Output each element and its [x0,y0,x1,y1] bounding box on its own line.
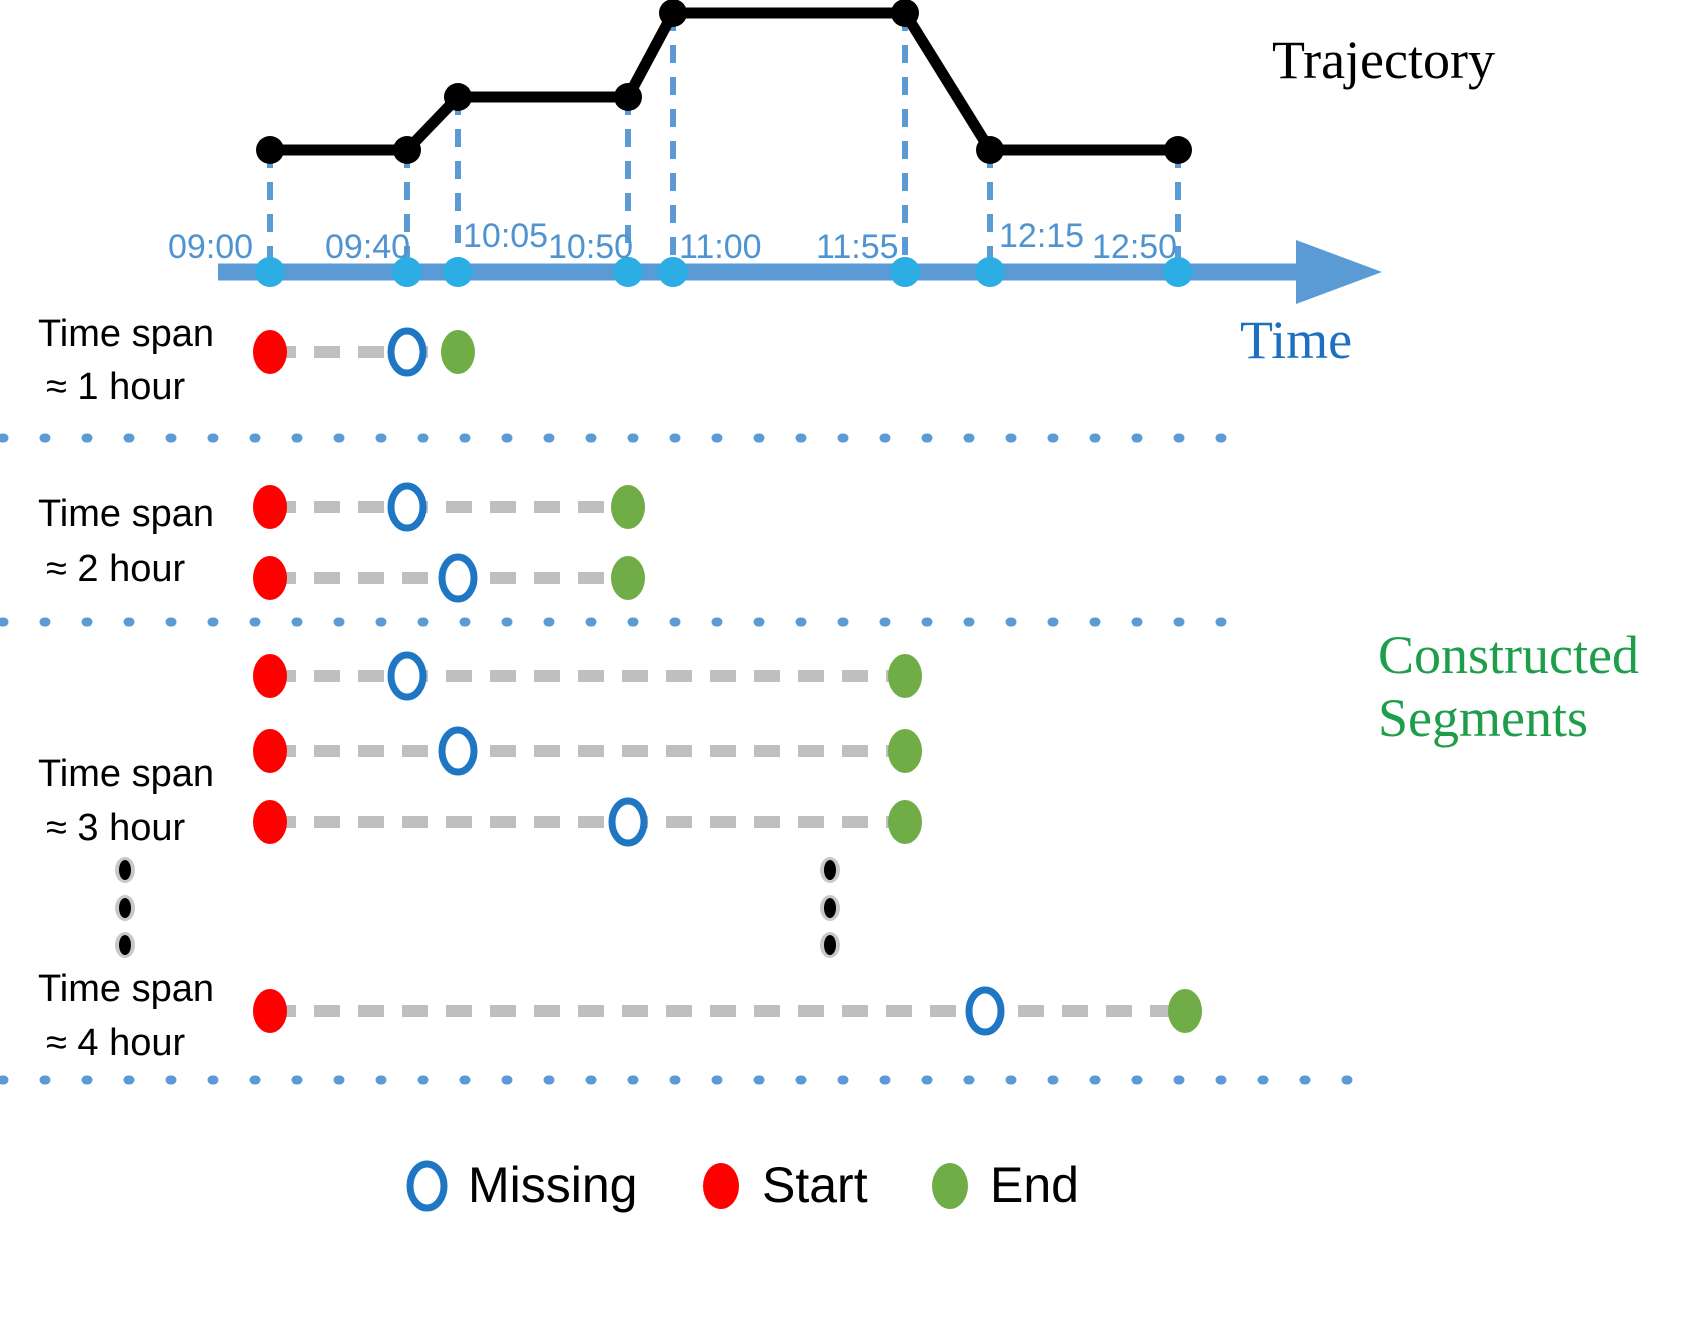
segment-missing-marker [438,553,478,603]
segment-row [253,651,922,701]
segment-start-marker [253,989,287,1033]
segment-end-marker [611,485,645,529]
segment-end-marker [441,330,475,374]
segment-end-marker [611,556,645,600]
time-axis-ticks [255,257,1193,287]
trajectory-point [1164,136,1192,164]
trajectory-point [444,83,472,111]
trajectory-title: Trajectory [1272,30,1495,90]
trajectory-line [270,7,1178,156]
segment-end-marker [1168,989,1202,1033]
trajectory-point [891,0,919,27]
group-label-3hour-line1: Time span [38,753,214,795]
time-tick-label-1005: 10:05 [463,217,549,255]
time-tick-label-1215: 12:15 [999,217,1085,255]
ellipsis-dot [119,935,131,955]
constructed-title-line1: Constructed [1378,625,1639,685]
ellipsis-dot [119,860,131,880]
segment-start-marker [253,485,287,529]
vertical-ellipsis [115,857,840,958]
segment-row [253,482,645,532]
segment-row [253,797,922,847]
time-tick-dot [613,257,643,287]
group-label-3hour-line2: ≈ 3 hour [46,807,186,849]
time-tick-dot [392,257,422,287]
group-label-1hour-line2: ≈ 1 hour [46,366,186,408]
trajectory-point [614,83,642,111]
legend-end-label: End [990,1157,1079,1213]
time-tick-label-0940: 09:40 [325,228,411,266]
trajectory-point [659,0,687,27]
legend-start-label: Start [762,1157,868,1213]
time-tick-dot [890,257,920,287]
segment-start-marker [253,654,287,698]
segment-start-marker [253,556,287,600]
time-tick-dot [255,257,285,287]
trajectory-points [256,0,1192,164]
segment-missing-marker [438,726,478,776]
segment-row [253,327,475,377]
segment-start-marker [253,729,287,773]
segment-start-marker [253,330,287,374]
legend-missing-label: Missing [468,1157,638,1213]
ellipsis-dot [119,898,131,918]
group-label-2hour-line2: ≈ 2 hour [46,548,186,590]
segment-missing-marker [387,482,427,532]
ellipsis-dot [824,860,836,880]
time-tick-dot [1163,257,1193,287]
time-axis-arrowhead [1296,240,1382,304]
legend-missing-icon [406,1160,448,1212]
time-axis-title: Time [1240,310,1353,370]
time-tick-dot [658,257,688,287]
group-label-4hour-line2: ≈ 4 hour [46,1022,186,1064]
segment-start-marker [253,800,287,844]
trajectory-point [256,136,284,164]
ellipsis-dot [824,935,836,955]
segment-row [253,726,922,776]
segment-row [253,553,645,603]
segment-missing-marker [608,797,648,847]
segment-row [253,986,1202,1036]
time-tick-label-1250: 12:50 [1092,228,1178,266]
time-tick-dot [975,257,1005,287]
segment-missing-marker [387,651,427,701]
segment-end-marker [888,654,922,698]
time-tick-label-1100: 11:00 [679,228,762,266]
group-label-4hour-line1: Time span [38,968,214,1010]
segment-missing-marker [965,986,1005,1036]
time-tick-label-1050: 10:50 [548,228,634,266]
legend-start-icon [703,1163,739,1209]
time-tick-label-1155: 11:55 [816,228,899,266]
time-tick-dot [443,257,473,287]
segment-missing-marker [387,327,427,377]
ellipsis-dot [824,898,836,918]
group-label-1hour-line1: Time span [38,313,214,355]
trajectory-point [393,136,421,164]
group-label-2hour-line1: Time span [38,493,214,535]
legend-end-icon [932,1163,968,1209]
trajectory-point [976,136,1004,164]
constructed-title-line2: Segments [1378,688,1588,748]
drop-lines [267,13,1181,262]
segment-end-marker [888,800,922,844]
segment-end-marker [888,729,922,773]
time-tick-label-0900: 09:00 [168,228,254,266]
legend-markers [406,1160,968,1212]
